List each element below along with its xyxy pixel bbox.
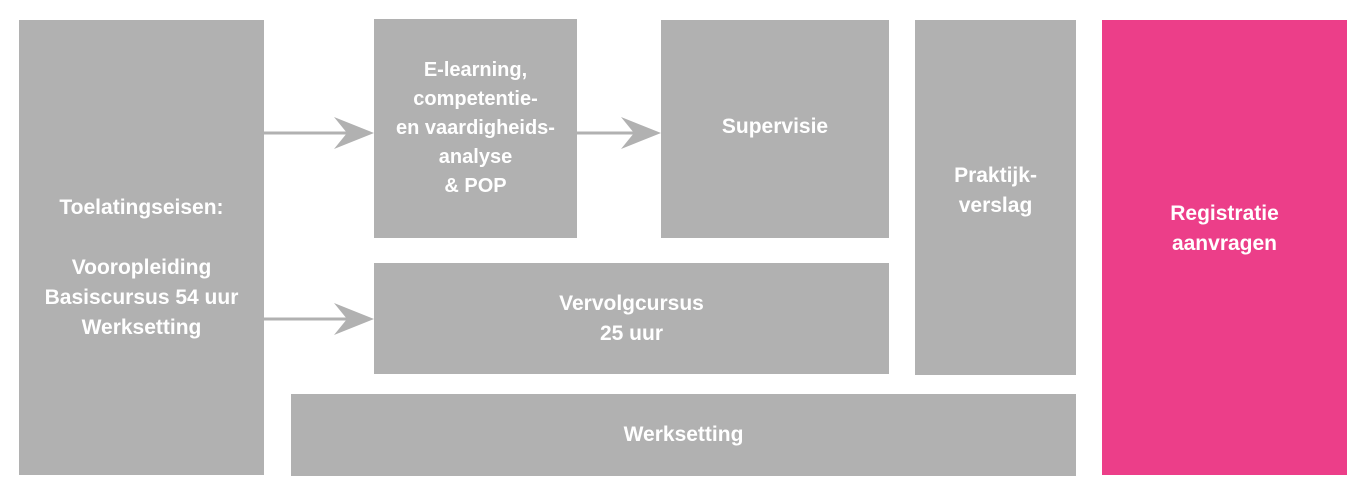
box-elearning: E-learning, competentie- en vaardigheids… [374, 19, 577, 238]
arrow-elearning-to-supervisie [577, 117, 661, 149]
box-vervolgcursus: Vervolgcursus 25 uur [374, 263, 889, 374]
box-supervisie: Supervisie [661, 20, 889, 238]
box-registratie-aanvragen[interactable]: Registratie aanvragen [1102, 20, 1347, 475]
arrow-toelatingseisen-to-vervolgcursus [264, 303, 374, 335]
box-toelatingseisen: Toelatingseisen: Vooropleiding Basiscurs… [19, 20, 264, 475]
box-werksetting: Werksetting [291, 394, 1076, 476]
arrow-toelatingseisen-to-elearning [264, 117, 374, 149]
box-praktijkverslag: Praktijk- verslag [915, 20, 1076, 375]
